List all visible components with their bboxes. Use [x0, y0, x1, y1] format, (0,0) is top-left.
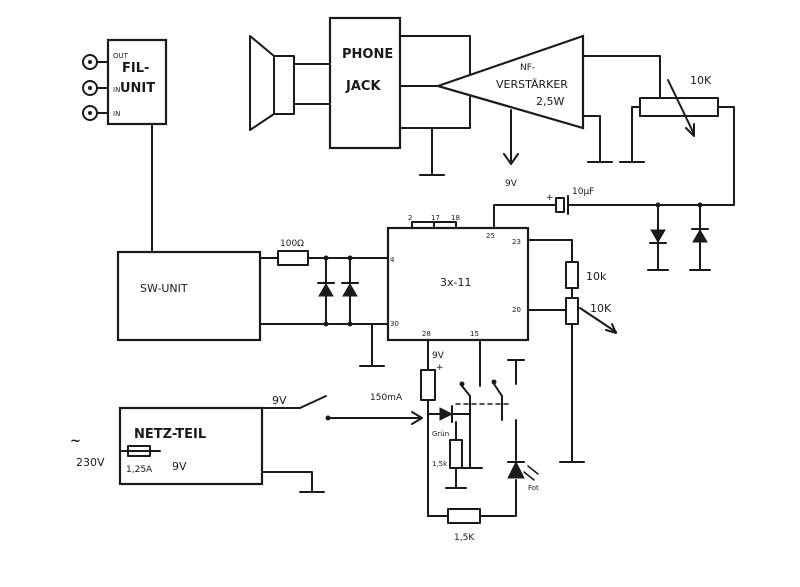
ic-pin-4: 4 — [390, 256, 395, 264]
resistor-15-label: 1,5k — [432, 460, 448, 468]
wire-ic-res10k — [527, 239, 573, 263]
phone-jack-label-1: PHONE — [342, 47, 393, 62]
fil-unit-block: FIL- UNIT OUT IN IN — [82, 38, 168, 126]
netzteil-label: NETZ-TEIL — [134, 427, 206, 442]
green-led-icon — [439, 405, 454, 423]
fil-unit-jack-in-2: IN — [82, 105, 120, 121]
phone-jack-label-2: JACK — [345, 79, 381, 94]
ic-box — [386, 226, 530, 342]
pot-10k-arrowhead — [605, 323, 617, 334]
mains-label: 230V — [76, 456, 105, 469]
wire-cap-ic — [493, 204, 557, 229]
netzteil-out-label: 9V — [172, 460, 187, 473]
ic-pin-17: 17 — [431, 214, 440, 222]
ic-label: 3x-11 — [440, 276, 471, 289]
wire-bottom-right — [479, 479, 517, 517]
switch-contact — [325, 415, 331, 421]
amplifier-label-3: 2,5W — [536, 95, 564, 108]
fuse-150-label: 150mA — [370, 393, 403, 403]
amplifier-label-1: NF- — [520, 63, 535, 73]
fil-unit-jack-in-1: IN — [82, 80, 120, 96]
arrow-into-fuse-icon — [411, 411, 423, 425]
pot-top-label: 10K — [690, 74, 712, 87]
resistor-10k-label: 10k — [586, 270, 607, 283]
resistor-100-label: 100Ω — [280, 239, 304, 249]
diode-pair-middle — [317, 255, 359, 327]
pot-10k-arrow — [579, 307, 617, 333]
sw-unit-box — [116, 250, 262, 342]
capacitor-plus: + — [546, 193, 554, 203]
switch-pair-icon — [455, 359, 525, 461]
netzteil-fuse-label: 1,25A — [126, 465, 153, 475]
supply-arrow-icon — [503, 153, 519, 165]
ic-pin-20: 20 — [512, 306, 521, 314]
pot-10k-label: 10K — [590, 302, 612, 315]
supply-plus: + — [436, 363, 444, 373]
amplifier-label-2: VERSTÄRKER — [496, 78, 568, 91]
sw-unit-block: SW-UNIT — [116, 250, 262, 342]
wire-pot-gnd — [631, 106, 641, 163]
capacitor-icon — [555, 195, 569, 215]
fil-unit-jack-out: OUT — [82, 52, 129, 70]
ic-pin-23: 23 — [512, 238, 521, 246]
netzteil-block: NETZ-TEIL 1,25A 9V — [118, 406, 264, 486]
wire-pot-cap — [567, 106, 735, 206]
resistor-100-icon — [277, 250, 309, 266]
ic-pin-15: 15 — [470, 330, 479, 338]
netzteil-terminal-label: 9V — [272, 394, 287, 407]
resistor-15-icon — [449, 439, 463, 469]
capacitor-label: 10µF — [572, 187, 594, 197]
phone-jack-block: PHONE JACK — [328, 16, 402, 150]
phone-jack-box — [328, 16, 402, 150]
resistor-bottom-icon — [447, 508, 481, 524]
pot-top-icon — [639, 79, 719, 137]
ic-pin-18: 18 — [451, 214, 460, 222]
led-icon — [507, 419, 539, 481]
fil-pin-in1-label: IN — [113, 86, 120, 94]
led-label: Fot — [528, 484, 539, 492]
fil-unit-label-2: UNIT — [120, 81, 155, 96]
ic-pin-25: 25 — [486, 232, 495, 240]
fil-unit-label-1: FIL- — [122, 61, 149, 76]
fuse-150-icon — [420, 369, 436, 401]
resistor-bottom-label: 1,5K — [454, 533, 475, 543]
speaker-icon — [249, 35, 331, 131]
ic-pin-2: 2 — [408, 214, 412, 222]
ic-pin-30: 30 — [390, 320, 399, 328]
fil-pin-in2-label: IN — [113, 110, 120, 118]
pot-10k-icon — [565, 297, 579, 325]
sw-unit-label: SW-UNIT — [140, 282, 188, 295]
ic-block: 3x-11 2 17 18 25 23 20 30 28 15 4 — [386, 214, 530, 342]
fil-unit-box — [106, 38, 168, 126]
amp-supply-label: 9V — [505, 179, 518, 189]
ic-pin-28: 28 — [422, 330, 431, 338]
diode-pair-right — [647, 202, 711, 271]
main-switch-icon — [299, 395, 327, 409]
grun-label: Grün — [432, 430, 449, 438]
supply-9v-label: 9V — [432, 351, 445, 361]
resistor-10k-icon — [565, 261, 579, 289]
mains-symbol-icon: ~ — [70, 434, 81, 449]
fil-pin-out-label: OUT — [113, 52, 129, 60]
wire-amp-pot — [582, 55, 661, 99]
wire-netzteil-gnd — [261, 471, 313, 493]
amplifier-triangle — [434, 34, 585, 130]
amplifier-block: NF- VERSTÄRKER 2,5W — [434, 34, 585, 130]
